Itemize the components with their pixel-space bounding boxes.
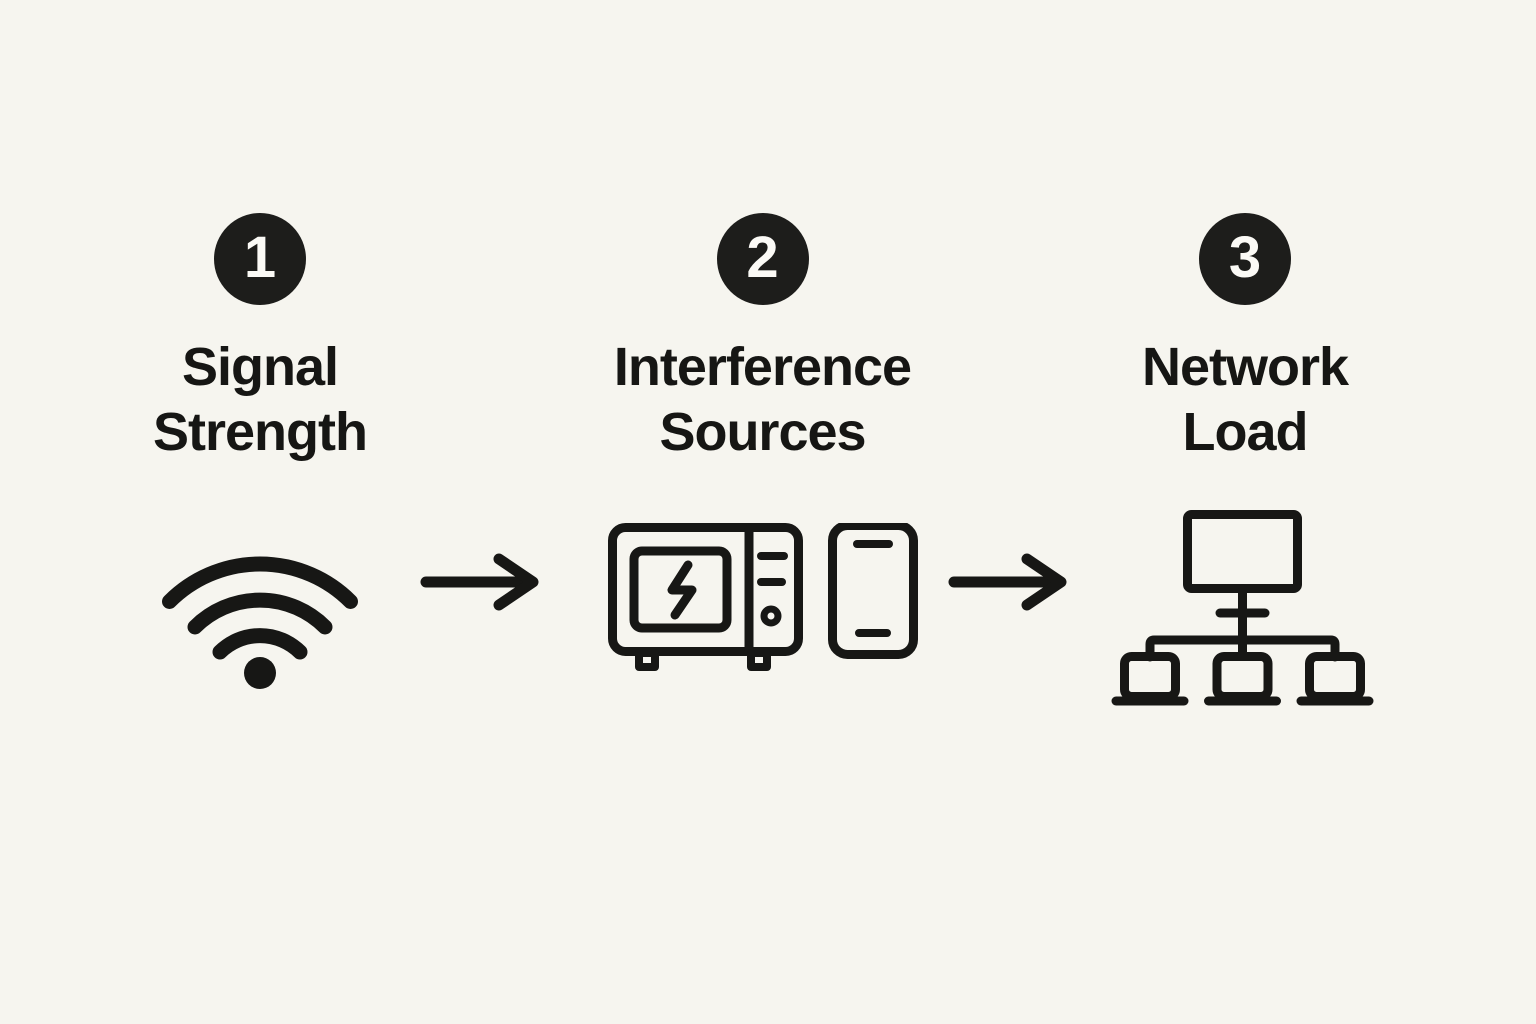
wifi-icon xyxy=(160,509,360,709)
step-number-badge: 1 xyxy=(214,213,306,305)
step-title: Network Load xyxy=(1141,335,1349,465)
step-title-line2: Load xyxy=(1182,402,1308,462)
step-number-badge: 2 xyxy=(716,213,809,305)
step-number: 2 xyxy=(746,225,779,290)
step-number-badge: 3 xyxy=(1199,213,1291,305)
right-arrow-icon xyxy=(420,552,545,612)
step-title-line1: Signal xyxy=(181,337,339,397)
step-network-load: 3 Network Load xyxy=(1080,213,1410,709)
network-topology-icon xyxy=(1111,509,1379,709)
step-interference-sources: 2 Interference Sources xyxy=(590,213,935,709)
step-signal-strength: 1 Signal Strength xyxy=(110,213,410,709)
step-number: 1 xyxy=(243,225,277,290)
step-title-line2: Strength xyxy=(153,402,368,462)
step-title-line1: Network xyxy=(1141,337,1349,397)
step-number: 3 xyxy=(1228,225,1262,290)
step-title-line2: Sources xyxy=(659,402,866,462)
step-title: Signal Strength xyxy=(153,335,368,465)
step-title-line1: Interference xyxy=(613,337,912,397)
microwave-and-phone-icon xyxy=(607,509,918,709)
step-title: Interference Sources xyxy=(613,335,912,465)
right-arrow-icon xyxy=(948,552,1073,612)
